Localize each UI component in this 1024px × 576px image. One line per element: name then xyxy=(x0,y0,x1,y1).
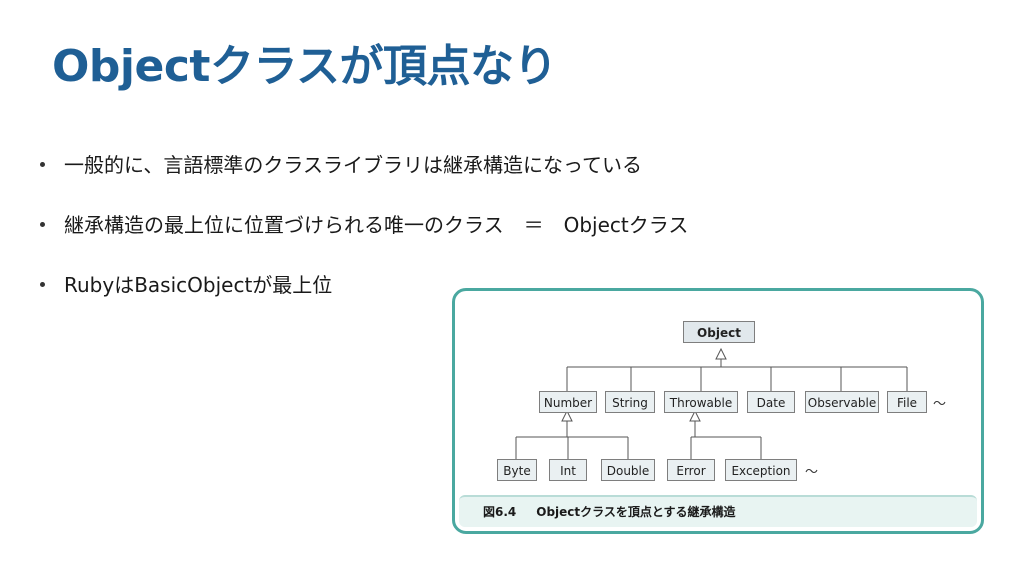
node-throwable: Throwable xyxy=(664,391,738,413)
node-int: Int xyxy=(549,459,587,481)
node-exception: Exception xyxy=(725,459,797,481)
node-date: Date xyxy=(747,391,795,413)
node-number: Number xyxy=(539,391,597,413)
inherit-arrow-icon xyxy=(561,409,573,422)
figure-caption-text: Objectクラスを頂点とする継承構造 xyxy=(536,505,736,519)
node-object: Object xyxy=(683,321,755,343)
figure-caption: 図6.4 Objectクラスを頂点とする継承構造 xyxy=(483,503,736,520)
inheritance-diagram: Object Number String Throwable Date Obse… xyxy=(461,297,975,493)
bullet-text: 継承構造の最上位に位置づけられる唯一のクラス ＝ Objectクラス xyxy=(64,213,689,237)
bullet-item: 継承構造の最上位に位置づけられる唯一のクラス ＝ Objectクラス xyxy=(40,205,688,265)
bullet-dot-icon xyxy=(40,282,45,287)
bullet-dot-icon xyxy=(40,162,45,167)
bullet-list: 一般的に、言語標準のクラスライブラリは継承構造になっている 継承構造の最上位に位… xyxy=(40,145,688,325)
node-file: File xyxy=(887,391,927,413)
node-byte: Byte xyxy=(497,459,537,481)
node-string: String xyxy=(605,391,655,413)
node-double: Double xyxy=(601,459,655,481)
inherit-arrow-icon xyxy=(715,347,727,360)
bullet-item: RubyはBasicObjectが最上位 xyxy=(40,265,688,325)
diagram-edges xyxy=(515,347,908,459)
bullet-dot-icon xyxy=(40,222,45,227)
figure-caption-bar: 図6.4 Objectクラスを頂点とする継承構造 xyxy=(459,495,977,527)
more-level2-tilde: 〜 xyxy=(805,465,819,480)
bullet-text: 一般的に、言語標準のクラスライブラリは継承構造になっている xyxy=(64,153,642,177)
figure-frame: Object Number String Throwable Date Obse… xyxy=(452,288,984,534)
more-level1-tilde: 〜 xyxy=(933,397,947,412)
node-observable: Observable xyxy=(805,391,879,413)
bullet-text: RubyはBasicObjectが最上位 xyxy=(64,273,333,297)
slide-title: Objectクラスが頂点なり xyxy=(52,41,558,92)
figure-number: 図6.4 xyxy=(483,505,517,519)
inherit-arrow-icon xyxy=(689,409,701,422)
bullet-item: 一般的に、言語標準のクラスライブラリは継承構造になっている xyxy=(40,145,688,205)
node-error: Error xyxy=(667,459,715,481)
